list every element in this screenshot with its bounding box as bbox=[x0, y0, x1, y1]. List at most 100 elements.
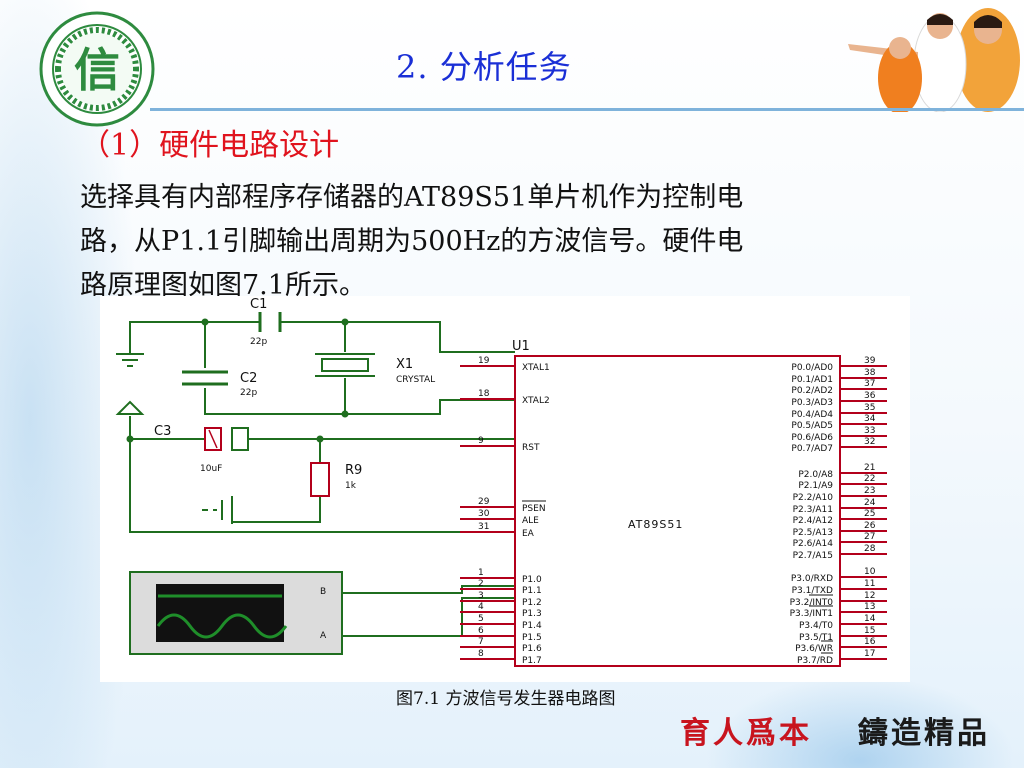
pin-name: P1.7 bbox=[522, 656, 542, 666]
power-arrow-icon bbox=[115, 400, 145, 415]
x1-ref: X1 bbox=[396, 357, 413, 372]
chip-ref: U1 bbox=[512, 339, 530, 354]
circuit-schematic: C1 22p C2 22p X1 CRYSTAL C3 10uF R9 1k bbox=[100, 296, 910, 682]
section-heading: （1）硬件电路设计 bbox=[80, 128, 340, 163]
pin-number: 21 bbox=[864, 463, 875, 473]
pin-number: 10 bbox=[864, 567, 876, 577]
c3-value: 10uF bbox=[200, 464, 222, 474]
pin-number: 27 bbox=[864, 532, 875, 542]
pin-name: P2.7/A15 bbox=[793, 551, 833, 561]
pin-number: 38 bbox=[864, 368, 876, 378]
pin-number: 28 bbox=[864, 544, 876, 554]
pin-number: 39 bbox=[864, 356, 876, 366]
c1-ref: C1 bbox=[250, 297, 267, 312]
pin-number: 6 bbox=[478, 626, 484, 636]
capacitor-c3: C3 10uF bbox=[154, 424, 249, 474]
pin-number: 4 bbox=[478, 602, 484, 612]
pin-name: P1.0 bbox=[522, 575, 542, 585]
pin-name: P2.5/A13 bbox=[793, 528, 833, 538]
pin-name: P1.6 bbox=[522, 644, 542, 654]
pin-name: XTAL1 bbox=[522, 363, 550, 373]
pin-number: 30 bbox=[478, 509, 490, 519]
crystal-x1: X1 CRYSTAL bbox=[315, 352, 435, 385]
pin-number: 7 bbox=[478, 637, 484, 647]
resistor-r9: R9 1k bbox=[310, 462, 362, 497]
school-emblem-icon: 信 bbox=[39, 11, 155, 127]
pin-name: P2.1/A9 bbox=[798, 481, 833, 491]
chip-pin-left: 5P1.4 bbox=[460, 614, 542, 631]
pin-name: P1.5 bbox=[522, 633, 542, 643]
pin-name: P1.1 bbox=[522, 586, 542, 596]
pin-name: P1.2 bbox=[522, 598, 542, 608]
pin-name: XTAL2 bbox=[522, 396, 550, 406]
pin-number: 12 bbox=[864, 591, 875, 601]
pin-number: 13 bbox=[864, 602, 875, 612]
body-line: 选择具有内部程序存储器的AT89S51单片机作为控制电 bbox=[80, 182, 744, 213]
pin-name: P0.3/AD3 bbox=[791, 398, 833, 408]
pin-number: 37 bbox=[864, 379, 875, 389]
chip-u1: U1 AT89S51 19XTAL118XTAL29RST29PSEN30ALE… bbox=[460, 339, 887, 667]
chip-pin-left: 8P1.7 bbox=[460, 649, 542, 666]
chip-pin-left: 1P1.0 bbox=[460, 568, 542, 585]
pin-name: ALE bbox=[522, 516, 539, 526]
r9-ref: R9 bbox=[345, 463, 362, 478]
pin-number: 2 bbox=[478, 579, 484, 589]
pin-name: P3.5/T1 bbox=[799, 633, 833, 643]
pin-number: 19 bbox=[478, 356, 490, 366]
page-title: 2. 分析任务 bbox=[396, 48, 572, 86]
pin-name: PSEN bbox=[522, 504, 546, 514]
pin-number: 15 bbox=[864, 626, 875, 636]
pin-name: P0.0/AD0 bbox=[791, 363, 833, 373]
pin-number: 5 bbox=[478, 614, 484, 624]
pin-number: 33 bbox=[864, 426, 875, 436]
pin-number: 34 bbox=[864, 414, 876, 424]
chip-pin-left: 6P1.5 bbox=[460, 626, 542, 643]
pin-name: P2.0/A8 bbox=[798, 470, 833, 480]
pin-name: P0.5/AD5 bbox=[791, 421, 833, 431]
pin-number: 31 bbox=[478, 522, 489, 532]
pin-number: 25 bbox=[864, 509, 875, 519]
pin-name: P0.2/AD2 bbox=[791, 386, 833, 396]
pin-number: 18 bbox=[478, 389, 490, 399]
chip-pin-left: 7P1.6 bbox=[460, 637, 542, 654]
pin-number: 24 bbox=[864, 498, 876, 508]
pin-name: P2.2/A10 bbox=[793, 493, 834, 503]
pin-name: P0.4/AD4 bbox=[791, 410, 833, 420]
pin-name: EA bbox=[522, 529, 535, 539]
pin-name: P3.7/RD bbox=[797, 656, 833, 666]
c3-ref: C3 bbox=[154, 424, 171, 439]
body-paragraph: 选择具有内部程序存储器的AT89S51单片机作为控制电 路，从P1.1引脚输出周… bbox=[80, 176, 890, 308]
pin-name: P3.0/RXD bbox=[791, 574, 833, 584]
pin-number: 8 bbox=[478, 649, 484, 659]
oscilloscope: B A bbox=[129, 571, 343, 655]
c2-value: 22p bbox=[240, 388, 257, 398]
pin-name: P0.7/AD7 bbox=[791, 444, 833, 454]
pin-name: RST bbox=[522, 443, 540, 453]
pin-name: P3.4/T0 bbox=[799, 621, 833, 631]
body-line: 路原理图如图7.1所示。 bbox=[80, 270, 366, 301]
pin-name: P3.3/INT1 bbox=[790, 609, 833, 619]
pin-name: P2.4/A12 bbox=[793, 516, 833, 526]
pin-number: 26 bbox=[864, 521, 876, 531]
motto-red: 育人爲本 bbox=[680, 716, 812, 751]
pin-number: 35 bbox=[864, 403, 875, 413]
pin-number: 32 bbox=[864, 437, 875, 447]
